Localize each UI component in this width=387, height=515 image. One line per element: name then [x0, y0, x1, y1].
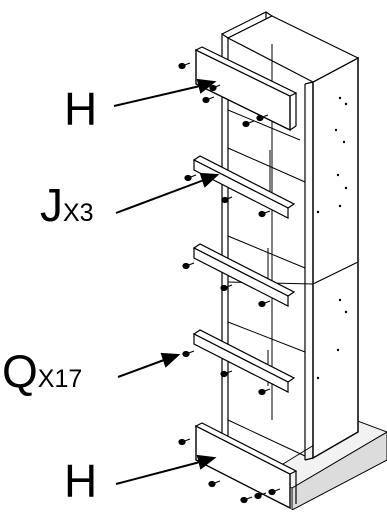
panel-h-top — [194, 46, 298, 132]
arrow-j — [115, 172, 220, 214]
screw — [182, 350, 195, 358]
leader-arrows — [113, 78, 220, 485]
arrow-h-top — [113, 78, 217, 107]
callout-j-letter: J — [40, 179, 63, 231]
screw — [184, 174, 197, 182]
screw — [240, 496, 253, 504]
rail-j-3 — [192, 329, 296, 393]
side-panel-joint — [312, 261, 359, 285]
screw — [258, 300, 271, 308]
callout-j: JX3 — [40, 182, 94, 228]
rail-j-1 — [192, 155, 296, 219]
screw — [208, 480, 221, 488]
arrow-q — [117, 352, 181, 378]
screw — [254, 492, 267, 500]
callout-q-qty: X17 — [37, 365, 83, 393]
rail-j-2 — [192, 243, 296, 307]
screw — [202, 96, 215, 104]
callout-j-qty: X3 — [63, 199, 94, 227]
screw — [178, 62, 191, 70]
screw — [256, 114, 269, 122]
left-side-panel — [220, 11, 274, 452]
panel-h-bottom — [194, 422, 298, 510]
screws — [178, 62, 281, 504]
top-panel — [226, 15, 360, 83]
screw — [221, 196, 233, 204]
callout-h-top-letter: H — [64, 83, 98, 135]
callout-h-top: H — [64, 86, 97, 132]
callout-q: QX17 — [2, 348, 82, 394]
arrow-h-bottom — [115, 454, 217, 485]
screw — [220, 284, 233, 292]
callout-h-bottom-letter: H — [64, 455, 98, 507]
screw — [258, 388, 271, 396]
screw — [220, 370, 233, 378]
screw — [258, 210, 271, 218]
screw — [182, 262, 195, 270]
callout-q-letter: Q — [2, 345, 38, 397]
screw — [268, 488, 281, 496]
screw — [242, 120, 255, 128]
callout-h-bottom: H — [64, 458, 97, 504]
side-panel-holes — [316, 96, 348, 380]
screw — [209, 84, 221, 92]
right-side-panel — [312, 56, 359, 460]
screw — [178, 438, 191, 446]
